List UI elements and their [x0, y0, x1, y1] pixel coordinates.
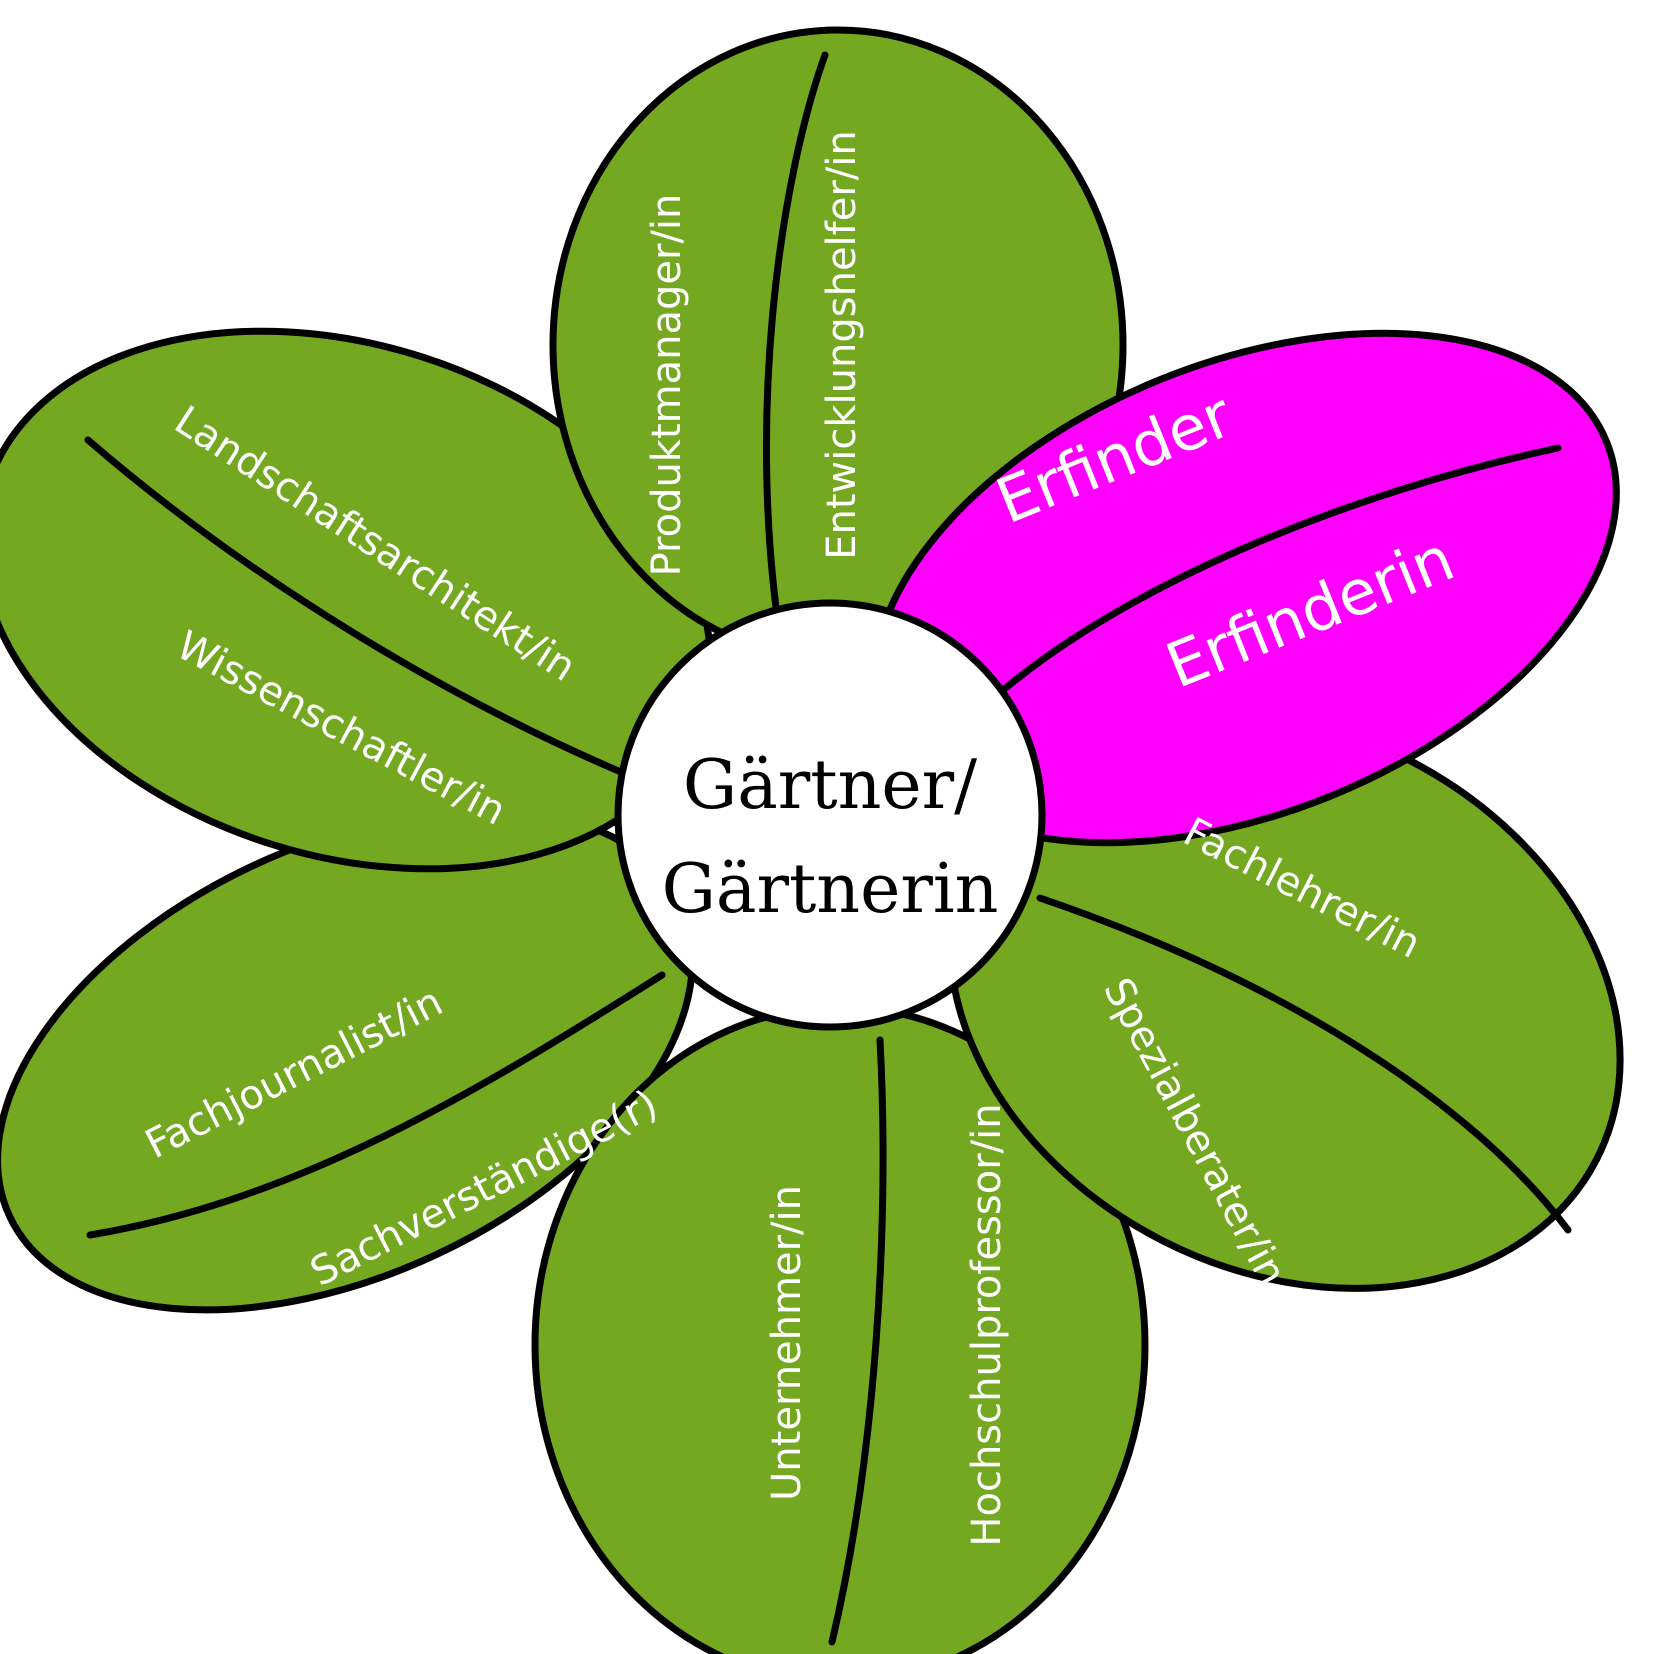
- divider-lower-right: [1036, 894, 1572, 1234]
- petals: [0, 26, 1624, 1654]
- petal-dividers: [84, 51, 1572, 1646]
- divider-top: [762, 51, 829, 654]
- divider-lower-left: [86, 971, 666, 1239]
- divider-bottom: [828, 1036, 887, 1646]
- label-unternehmer: Unternehmer/in: [764, 1185, 810, 1501]
- divider-upper-right: [991, 444, 1562, 701]
- label-hochschulprofessor: Hochschulprofessor/in: [964, 1103, 1010, 1546]
- center-title-line1: Gärtner/: [683, 746, 977, 825]
- center-title-line2: Gärtnerin: [662, 850, 999, 929]
- label-entwicklungshelfer: Entwicklungshelfer/in: [819, 130, 865, 560]
- label-produktmanager: Produktmanager/in: [644, 194, 690, 577]
- center-disc: [614, 599, 1046, 1031]
- divider-upper-left: [84, 436, 632, 779]
- flower-center: Gärtner/ Gärtnerin: [614, 599, 1046, 1031]
